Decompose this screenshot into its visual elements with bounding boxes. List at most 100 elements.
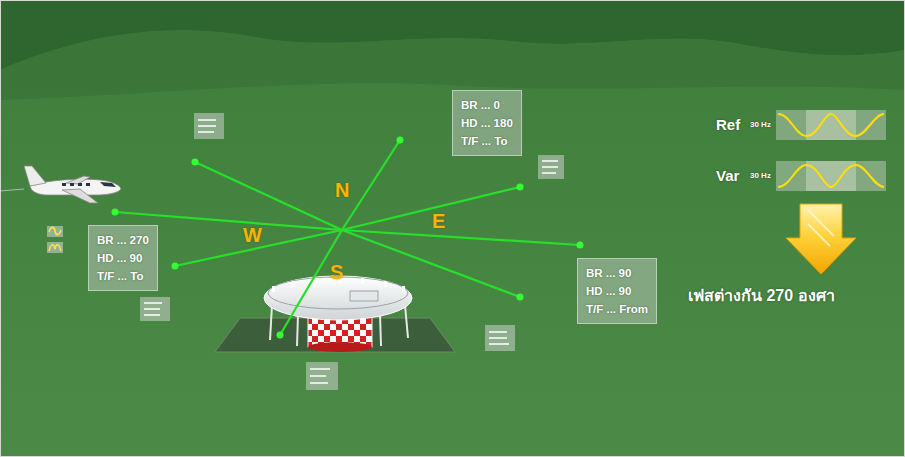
illustration-g bbox=[144, 303, 162, 315]
signal-name: Var bbox=[716, 168, 739, 183]
illustration-line bbox=[198, 125, 216, 127]
illustration-path bbox=[778, 165, 884, 187]
illustration-rect bbox=[315, 278, 318, 284]
illustration-line bbox=[342, 230, 520, 297]
bearing-info-box: BR ... 270HD ... 90T/F ... To bbox=[88, 225, 158, 291]
illustration-path bbox=[100, 182, 116, 187]
illustration-path bbox=[24, 166, 46, 186]
illustration-line bbox=[342, 140, 400, 230]
illustration-path bbox=[62, 189, 98, 203]
illustration-rect bbox=[402, 286, 405, 292]
illustration-line bbox=[198, 131, 214, 133]
illustration-rect bbox=[361, 278, 364, 284]
illustration-circle bbox=[577, 242, 584, 249]
illustration-g bbox=[489, 332, 509, 344]
illustration-line bbox=[0, 189, 24, 191]
illustration-g bbox=[542, 161, 558, 173]
signal-frequency: 30 Hz bbox=[750, 121, 771, 129]
arrow-highlight bbox=[808, 210, 834, 246]
illustration-line bbox=[808, 224, 830, 246]
illustration-g bbox=[198, 120, 216, 132]
shelter-base bbox=[308, 342, 372, 352]
illustration-rect bbox=[292, 281, 295, 287]
illustration-line bbox=[342, 187, 520, 230]
illustration-line bbox=[144, 308, 160, 310]
illustration-rect bbox=[47, 242, 63, 253]
illustration-line bbox=[542, 172, 556, 174]
illustration-line bbox=[542, 160, 558, 162]
illustration-rect bbox=[47, 226, 63, 237]
illustration-rect bbox=[306, 362, 338, 390]
illustration-rect bbox=[538, 155, 564, 179]
illustration-g bbox=[538, 155, 564, 179]
received-signal-icons bbox=[47, 226, 63, 253]
illustration-line bbox=[542, 166, 558, 168]
bearing-info-box: BR ... 90HD ... 90T/F ... From bbox=[577, 258, 657, 324]
illustration-line bbox=[144, 314, 160, 316]
variable-wave bbox=[776, 161, 886, 191]
bearing-info-text: T/F ... From bbox=[586, 300, 648, 318]
bearing-info-text: BR ... 270 bbox=[97, 231, 149, 249]
illustration-rect bbox=[776, 161, 886, 191]
illustration-line bbox=[489, 331, 507, 333]
phase-difference-note: เฟสต่างกัน 270 องศา bbox=[688, 288, 835, 304]
bearing-info-text: BR ... 0 bbox=[461, 96, 500, 114]
compass-north: N bbox=[335, 180, 349, 200]
illustration-circle bbox=[192, 159, 199, 166]
bearing-info-text: T/F ... To bbox=[97, 267, 143, 285]
illustration-g bbox=[485, 325, 515, 351]
airplane bbox=[0, 166, 121, 203]
illustration-rect bbox=[78, 183, 82, 186]
compass-east: E bbox=[432, 211, 445, 231]
illustration-rect bbox=[62, 183, 66, 186]
illustration-line bbox=[198, 119, 216, 121]
illustration-path bbox=[778, 114, 884, 136]
bearing-info-text: HD ... 180 bbox=[461, 114, 513, 132]
illustration-path bbox=[66, 176, 90, 184]
signal-name: Ref bbox=[716, 117, 740, 132]
illustration-g bbox=[62, 183, 90, 186]
illustration-rect bbox=[485, 325, 515, 351]
illustration-g bbox=[306, 362, 338, 390]
illustration-line bbox=[310, 375, 326, 377]
bearing-info-text: HD ... 90 bbox=[97, 249, 142, 267]
illustration-line bbox=[195, 162, 342, 230]
illustration-rect bbox=[776, 110, 886, 140]
result-arrow bbox=[786, 204, 856, 274]
illustration-line bbox=[144, 302, 162, 304]
illustration-rect bbox=[384, 281, 387, 287]
illustration-path bbox=[49, 245, 61, 251]
illustration-rect bbox=[70, 183, 74, 186]
illustration-circle bbox=[517, 294, 524, 301]
illustration-line bbox=[808, 210, 834, 236]
illustration-line bbox=[405, 305, 408, 338]
illustration-rect bbox=[140, 297, 170, 321]
illustration-g bbox=[310, 369, 330, 383]
compass-south: S bbox=[330, 262, 343, 282]
illustration-g bbox=[140, 297, 170, 321]
bearing-info-text: BR ... 90 bbox=[586, 264, 631, 282]
bearing-info-text: T/F ... To bbox=[461, 132, 507, 150]
bearing-info-text: HD ... 90 bbox=[586, 282, 631, 300]
illustration-path bbox=[49, 227, 61, 234]
radial-lines bbox=[115, 140, 580, 335]
illustration-circle bbox=[517, 184, 524, 191]
illustration-line bbox=[297, 314, 298, 346]
illustration-circle bbox=[397, 137, 404, 144]
counterpoise-disk bbox=[264, 276, 412, 320]
illustration-circle bbox=[172, 263, 179, 270]
illustration-line bbox=[280, 230, 342, 335]
illustration-line bbox=[489, 343, 509, 345]
radial-end-dots bbox=[112, 137, 584, 339]
illustration-line bbox=[310, 368, 330, 370]
compass-west: W bbox=[243, 225, 262, 245]
antenna-housing bbox=[350, 291, 378, 301]
illustration-rect bbox=[194, 113, 224, 139]
bearing-info-box: BR ... 0HD ... 180T/F ... To bbox=[452, 90, 522, 156]
reference-wave bbox=[776, 110, 886, 140]
illustration-circle bbox=[277, 332, 284, 339]
signal-frequency: 30 Hz bbox=[750, 172, 771, 180]
illustration-circle bbox=[112, 209, 119, 216]
